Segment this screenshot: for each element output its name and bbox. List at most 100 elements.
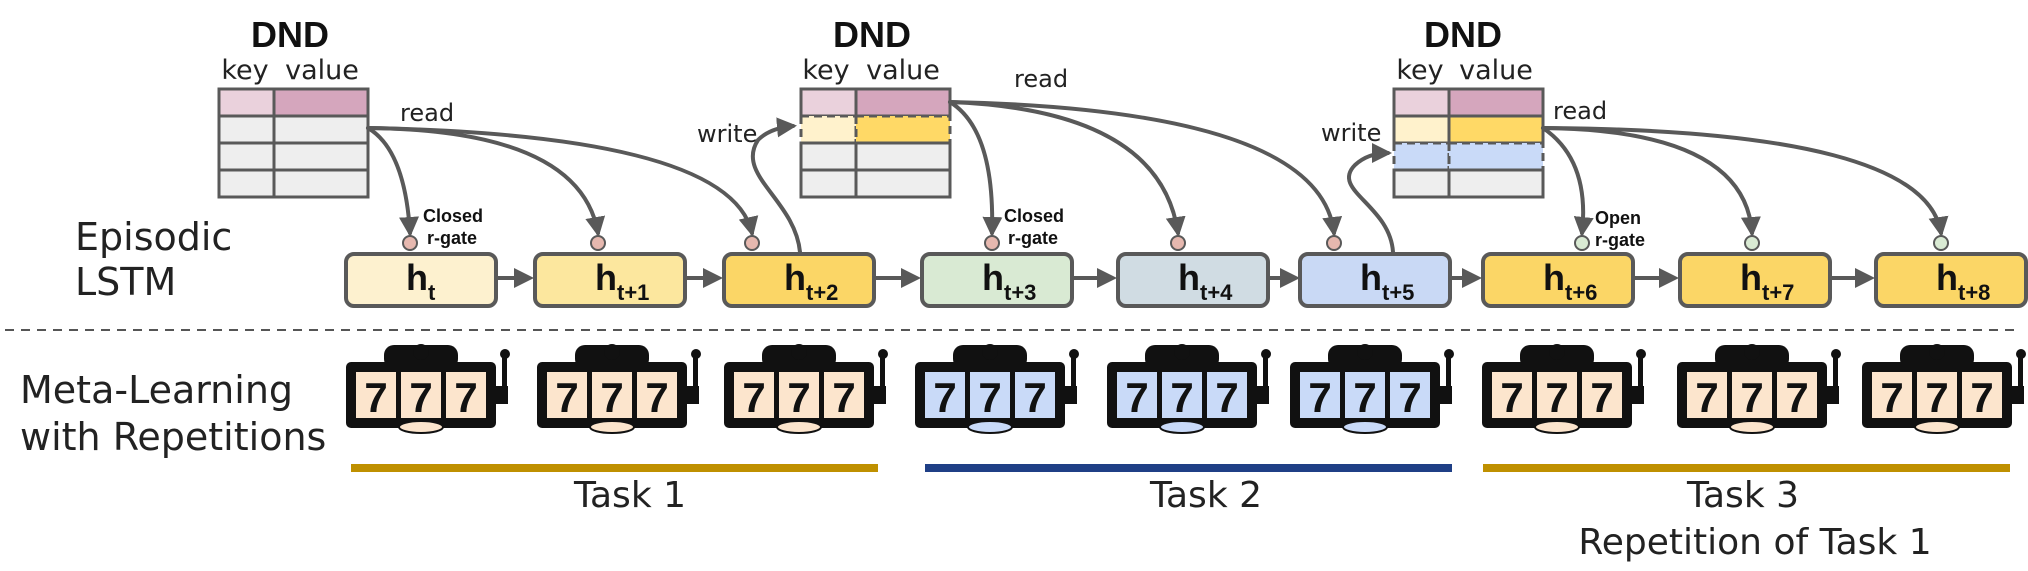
slot-digit: 7 xyxy=(1500,374,1523,421)
dnd-value-cell xyxy=(272,114,370,145)
task-label: Task 3 xyxy=(1686,475,1799,516)
hidden-state-label: ht xyxy=(406,257,436,305)
dnd-key-cell xyxy=(217,141,276,172)
write-label: write xyxy=(1321,119,1381,147)
hidden-state-label: ht+8 xyxy=(1936,257,1990,305)
hidden-state-label: ht+2 xyxy=(784,257,838,305)
dnd-value-cell xyxy=(854,168,952,199)
hidden-state-label: ht+3 xyxy=(982,257,1036,305)
slot-digit: 7 xyxy=(1308,374,1331,421)
hidden-state: ht+7 xyxy=(1678,252,1832,308)
slot-digit: 7 xyxy=(933,374,956,421)
hidden-state-main: h xyxy=(1936,257,1958,298)
slot-reel xyxy=(824,372,864,418)
dnd-key-cell xyxy=(1392,114,1451,145)
slot-digit: 7 xyxy=(1880,374,1903,421)
slot-digit: 7 xyxy=(1545,374,1568,421)
gate-closed xyxy=(984,235,1000,251)
hidden-state-subscript: t+8 xyxy=(1958,280,1990,305)
hidden-state-main: h xyxy=(595,257,617,298)
slot-digit: 7 xyxy=(978,374,1001,421)
slot-reel xyxy=(925,372,965,418)
hidden-state-main: h xyxy=(1543,257,1565,298)
gate-label-line2: r-gate xyxy=(1595,230,1645,250)
hidden-state: ht xyxy=(344,252,498,308)
dnd-value-cell xyxy=(272,87,370,118)
hidden-state-subscript: t+3 xyxy=(1004,280,1036,305)
dnd-value-cell xyxy=(272,168,370,199)
gate-closed xyxy=(1170,235,1186,251)
slot-reel xyxy=(1917,372,1957,418)
slot-digit: 7 xyxy=(1925,374,1948,421)
hidden-state-label: ht+4 xyxy=(1178,257,1233,305)
slot-digit: 7 xyxy=(1740,374,1763,421)
gate-closed xyxy=(402,235,418,251)
hidden-state-main: h xyxy=(784,257,806,298)
slot-reel xyxy=(1732,372,1772,418)
slot-reel xyxy=(1015,372,1055,418)
task-label: Task 2 xyxy=(1149,475,1262,516)
hidden-state-main: h xyxy=(982,257,1004,298)
hidden-state-label: ht+5 xyxy=(1360,257,1414,305)
hidden-state-label: ht+1 xyxy=(595,257,649,305)
dnd-title: DND xyxy=(1424,14,1502,55)
slot-reel xyxy=(1777,372,1817,418)
hidden-state-subscript: t+1 xyxy=(617,280,649,305)
task-bar xyxy=(1483,464,2010,472)
gate-closed xyxy=(744,235,760,251)
slot-reel xyxy=(1537,372,1577,418)
hidden-state-label: ht+7 xyxy=(1740,257,1794,305)
dnd-value-cell xyxy=(1447,87,1545,118)
slot-digit: 7 xyxy=(1970,374,1993,421)
hidden-state-subscript: t+2 xyxy=(806,280,838,305)
gate-label-line2: r-gate xyxy=(1008,228,1058,248)
read-label: read xyxy=(400,99,454,127)
slot-reel xyxy=(637,372,677,418)
slot-digit: 7 xyxy=(1398,374,1421,421)
gate-open xyxy=(1744,235,1760,251)
dnd-value-cell xyxy=(1447,114,1545,145)
read-label: read xyxy=(1014,65,1068,93)
slot-digit: 7 xyxy=(1023,374,1046,421)
dnd-value-header: value xyxy=(1459,55,1533,86)
slot-reel xyxy=(401,372,441,418)
dnd-value-header: value xyxy=(866,55,940,86)
slot-digit: 7 xyxy=(1695,374,1718,421)
read-label: read xyxy=(1553,97,1607,125)
slot-reel xyxy=(1345,372,1385,418)
slot-digit: 7 xyxy=(1353,374,1376,421)
slot-reel xyxy=(1872,372,1912,418)
dnd-value-cell xyxy=(854,87,952,118)
hidden-state: ht+4 xyxy=(1116,252,1270,308)
read-arrow xyxy=(366,126,759,237)
dnd-key-cell xyxy=(217,87,276,118)
dnd-key-cell xyxy=(799,141,858,172)
hidden-state: ht+5 xyxy=(1298,252,1452,308)
gate-open xyxy=(1933,235,1949,251)
dnd-value-cell xyxy=(854,114,952,145)
slot-reel xyxy=(547,372,587,418)
read-arrow xyxy=(1541,126,1949,237)
dnd-block-1: DND key value read xyxy=(217,14,454,199)
task-bar xyxy=(351,464,878,472)
gate-label-line2: r-gate xyxy=(427,228,477,248)
slot-digit: 7 xyxy=(454,374,477,421)
dnd-value-header: value xyxy=(285,55,359,86)
meta-learning-label-line1: Meta-Learning xyxy=(20,368,293,412)
hidden-state-subscript: t+6 xyxy=(1565,280,1597,305)
gate-label-line1: Closed xyxy=(1004,206,1064,226)
dnd-key-header: key xyxy=(802,55,849,86)
gate-label-line1: Closed xyxy=(423,206,483,226)
dnd-key-header: key xyxy=(1396,55,1443,86)
dnd-key-cell xyxy=(217,114,276,145)
read-arrow xyxy=(1541,126,1594,237)
slot-digit: 7 xyxy=(555,374,578,421)
task-sublabel: Repetition of Task 1 xyxy=(1578,522,1931,563)
dnd-title: DND xyxy=(251,14,329,55)
